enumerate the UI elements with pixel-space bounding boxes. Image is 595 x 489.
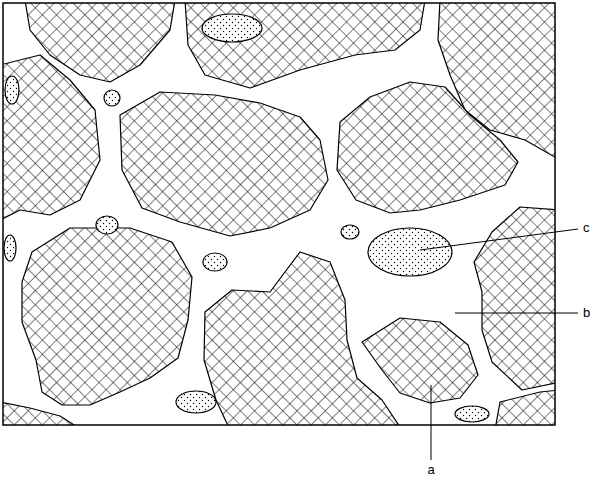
part-label: b — [582, 306, 591, 320]
leader-lines — [420, 229, 578, 460]
part-label: c — [582, 221, 591, 235]
part-label: a — [426, 463, 435, 477]
dotted-particles — [4, 14, 489, 422]
frame — [3, 3, 555, 425]
hatched-grains — [3, 3, 555, 425]
